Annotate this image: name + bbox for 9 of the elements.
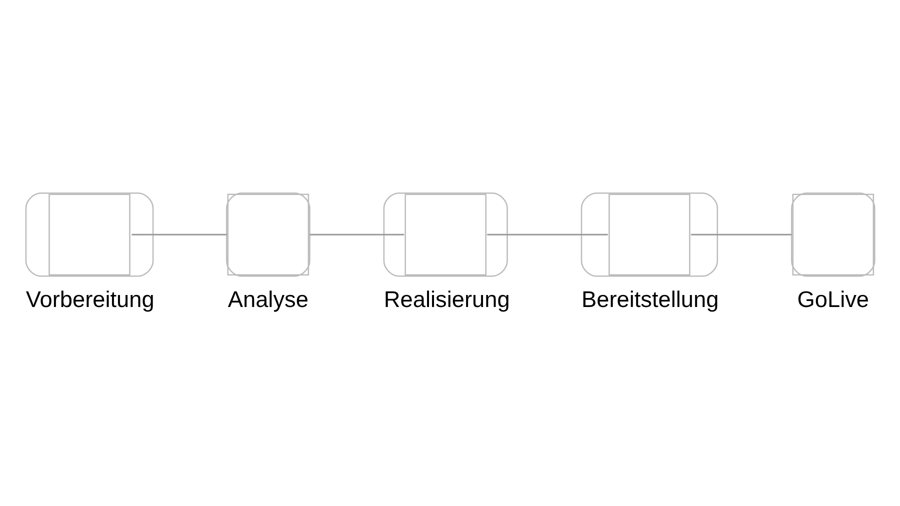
- node-label: Analyse: [228, 285, 308, 312]
- connector: [132, 233, 227, 235]
- connector: [310, 233, 404, 235]
- connector: [487, 233, 608, 235]
- node-label: GoLive: [797, 285, 870, 312]
- connector: [690, 233, 792, 235]
- node-label: Vorbereitung: [26, 285, 154, 312]
- node-label: Bereitstellung: [581, 285, 719, 312]
- node-label: Realisierung: [384, 285, 510, 312]
